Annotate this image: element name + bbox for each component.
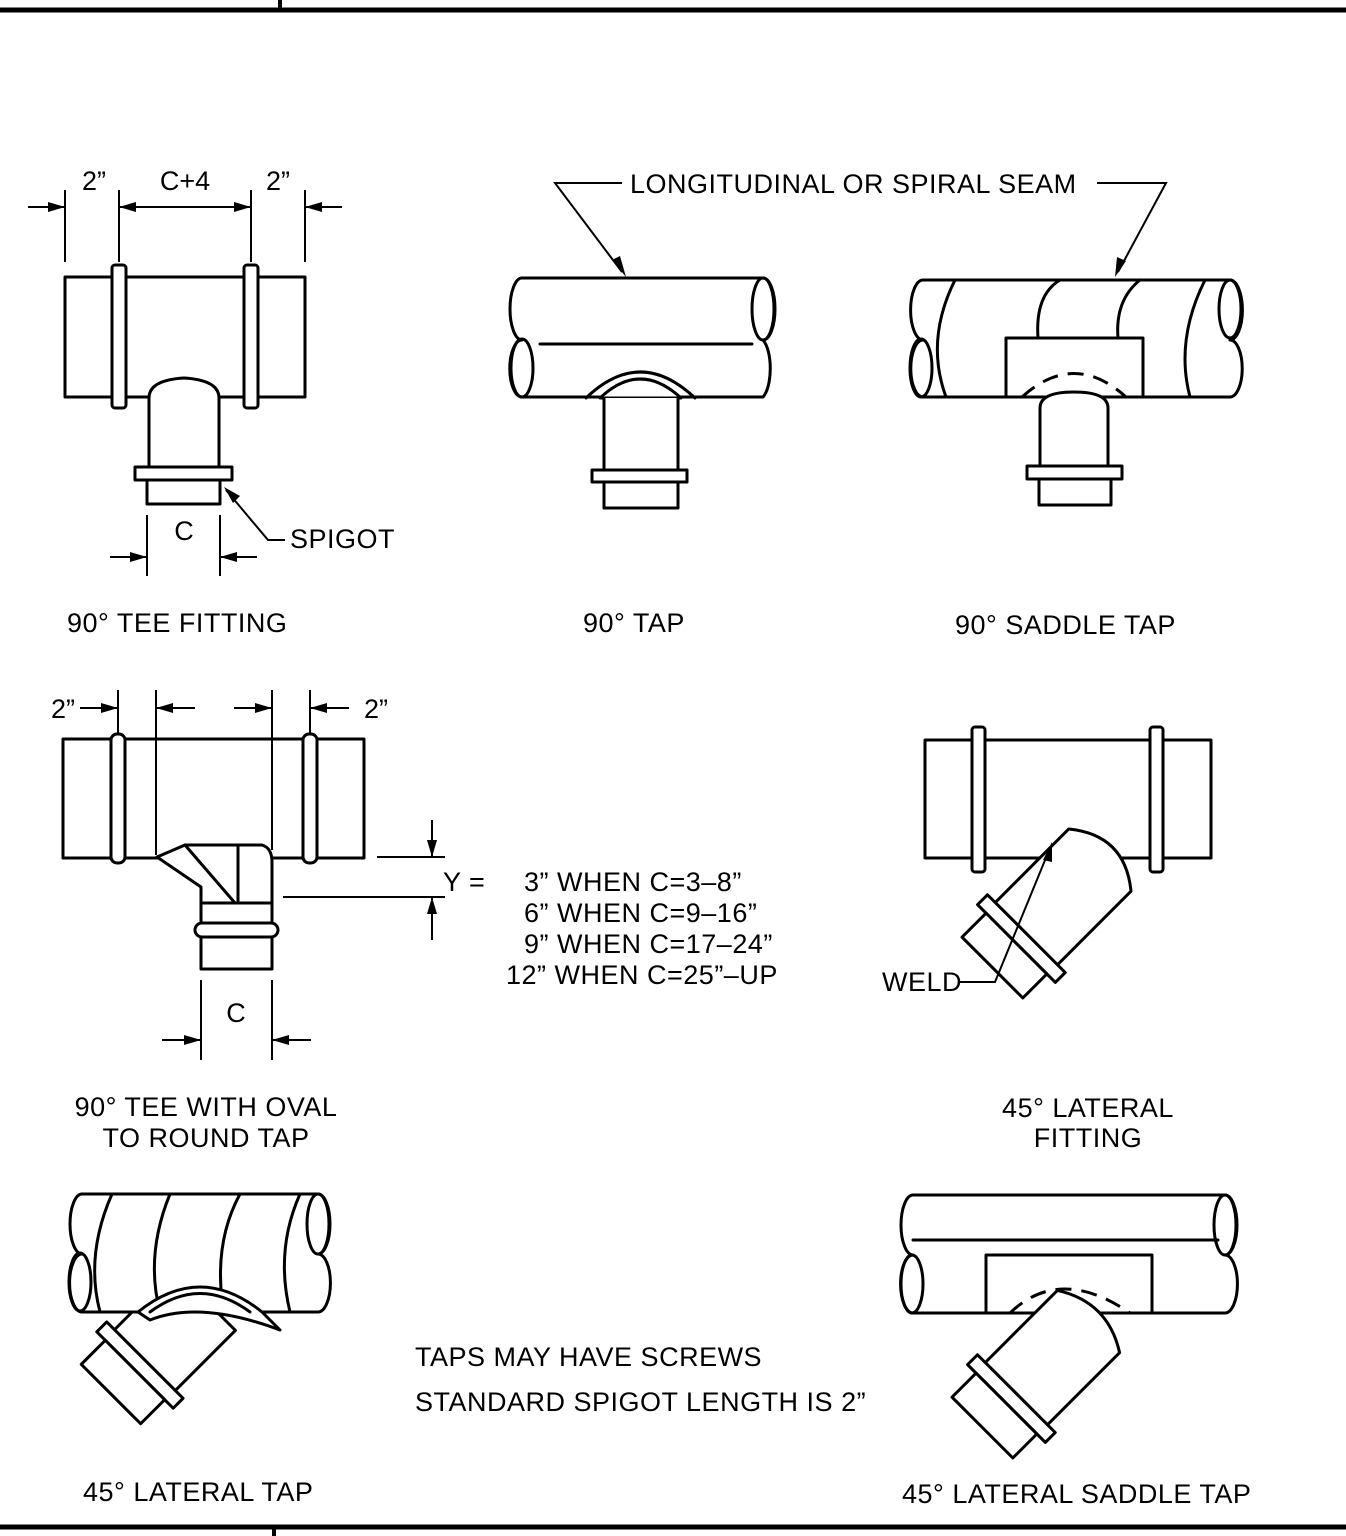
tap-90-figure: 90° TAP (508, 276, 777, 638)
spigot-callout: SPIGOT (290, 524, 395, 554)
tee-oval-dimensions: 2” 2” (51, 690, 388, 855)
tee-fitting-dim-left: 2” (82, 166, 106, 196)
tee-fitting-dim-center: C+4 (160, 166, 210, 196)
tee-oval-dim-left: 2” (51, 694, 75, 724)
lateral-saddle-tap-figure: 45° LATERAL SADDLE TAP (899, 1193, 1251, 1509)
tee-fitting-dim-bottom: C (174, 516, 194, 546)
lateral-saddle-tap-title: 45° LATERAL SADDLE TAP (902, 1479, 1251, 1509)
seam-callout-label: LONGITUDINAL OR SPIRAL SEAM (630, 169, 1077, 199)
tee-oval-figure: 2” 2” C 90° TEE WITH OVAL TO ROUND TAP (51, 690, 445, 1153)
note-line: TAPS MAY HAVE SCREWS (415, 1342, 762, 1372)
tee-oval-dim-bottom: C (226, 998, 246, 1028)
tee-oval-dim-right: 2” (364, 694, 388, 724)
y-table-prefix: Y = (443, 867, 485, 897)
note-line: STANDARD SPIGOT LENGTH IS 2” (415, 1387, 866, 1417)
saddle-tap-90-figure: 90° SADDLE TAP (908, 278, 1244, 640)
tee-fitting-dimensions: 2” C+4 2” (28, 166, 342, 262)
notes: TAPS MAY HAVE SCREWS STANDARD SPIGOT LEN… (415, 1342, 866, 1417)
tee-oval-title-line1: 90° TEE WITH OVAL (75, 1092, 338, 1122)
lateral-tap-figure: 45° LATERAL TAP (67, 1192, 332, 1507)
lateral-fitting-title-line1: 45° LATERAL (1002, 1093, 1174, 1123)
y-table: Y = 3” WHEN C=3–8” 6” WHEN C=9–16” 9” WH… (443, 867, 778, 990)
y-table-row: 3” WHEN C=3–8” (524, 867, 742, 897)
tee-fitting-figure: 2” C+4 2” C SPIGOT 90° TEE FITTING (28, 166, 395, 638)
y-table-row: 6” WHEN C=9–16” (524, 898, 757, 928)
lateral-fitting-figure: WELD 45° LATERAL FITTING (882, 725, 1213, 1153)
tee-fitting-title: 90° TEE FITTING (67, 608, 287, 638)
seam-callout: LONGITUDINAL OR SPIRAL SEAM (552, 169, 1168, 277)
lateral-fitting-title-line2: FITTING (1034, 1123, 1142, 1153)
weld-callout: WELD (882, 967, 962, 997)
tap-90-title: 90° TAP (583, 608, 685, 638)
tee-oval-title-line2: TO ROUND TAP (102, 1123, 309, 1153)
tee-fitting-dim-right: 2” (266, 166, 290, 196)
y-table-row: 9” WHEN C=17–24” (524, 929, 773, 959)
saddle-tap-90-title: 90° SADDLE TAP (955, 610, 1176, 640)
y-table-row: 12” WHEN C=25”–UP (506, 960, 778, 990)
lateral-tap-title: 45° LATERAL TAP (83, 1477, 313, 1507)
